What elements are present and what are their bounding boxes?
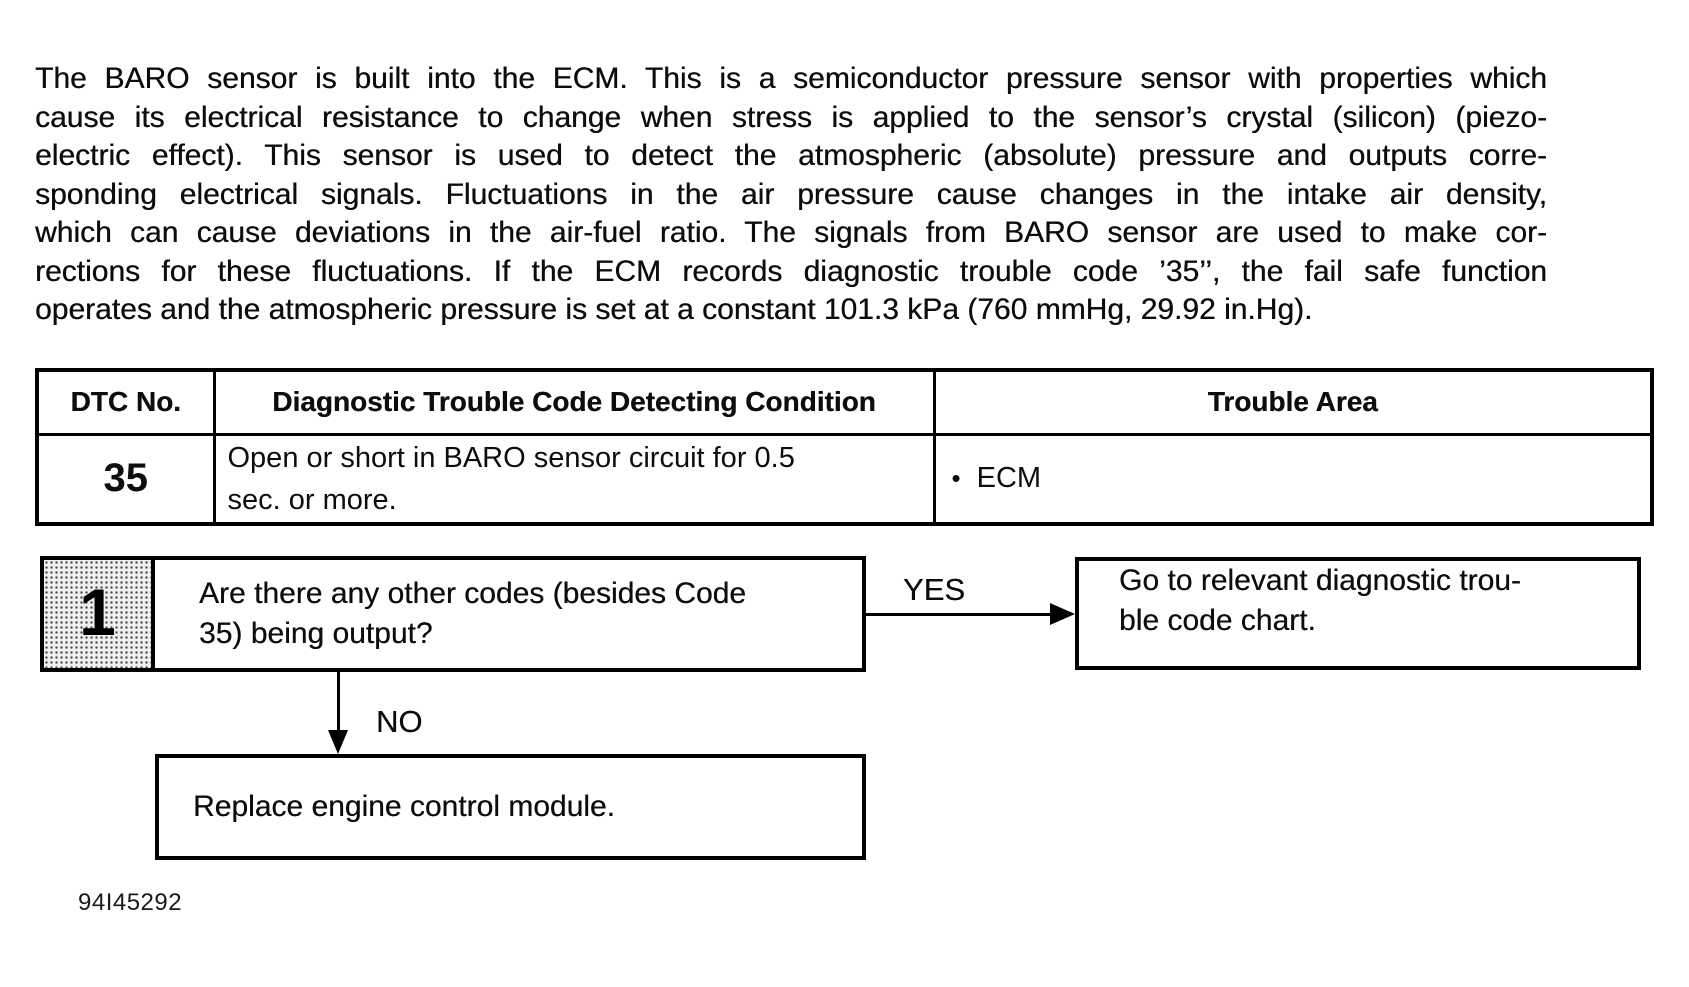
intro-line: cause its electrical resistance to chang… <box>35 100 1547 134</box>
step-number: 1 <box>79 575 116 649</box>
bullet-icon: • <box>951 463 961 494</box>
no-branch-label: NO <box>376 704 423 739</box>
yes-result-text: Go to relevant diagnostic trou- ble code… <box>1079 561 1637 641</box>
header-dtc-no: DTC No. <box>35 368 216 436</box>
condition-line: Open or short in BARO sensor circuit for… <box>227 441 795 474</box>
yes-result-box: Go to relevant diagnostic trou- ble code… <box>1075 557 1641 670</box>
yes-arrow-line <box>866 613 1056 616</box>
no-result-box: Replace engine control module. <box>155 754 866 860</box>
intro-line: rections for these fluctuations. If the … <box>35 254 1547 288</box>
no-result-text: Replace engine control module. <box>159 758 615 856</box>
dtc-table-header-row: DTC No. Diagnostic Trouble Code Detectin… <box>35 368 1654 436</box>
question-line: Are there any other codes (besides Code <box>199 577 746 610</box>
arrow-right-icon <box>1050 603 1075 625</box>
baro-sensor-description: The BARO sensor is built into the ECM. T… <box>35 60 1547 330</box>
arrow-down-icon <box>328 730 348 754</box>
trouble-area-value: ECM <box>976 462 1042 495</box>
header-trouble-area: Trouble Area <box>932 368 1654 436</box>
header-detecting-condition: Diagnostic Trouble Code Detecting Condit… <box>212 368 936 436</box>
intro-line: operates and the atmospheric pressure is… <box>35 293 1313 326</box>
result-line: Go to relevant diagnostic trou- <box>1119 564 1521 597</box>
table-row: 35 Open or short in BARO sensor circuit … <box>35 432 1654 526</box>
question-line: 35) being output? <box>199 617 433 650</box>
step-number-tile: 1 <box>44 560 155 668</box>
condition-line: sec. or more. <box>227 483 397 516</box>
yes-branch-label: YES <box>903 572 966 607</box>
step-question-text: Are there any other codes (besides Code … <box>155 560 746 668</box>
intro-line: sponding electrical signals. Fluctuation… <box>35 177 1547 211</box>
trouble-area-cell: • ECM <box>932 432 1654 526</box>
intro-line: which can cause deviations in the air-fu… <box>35 216 1547 249</box>
result-line: ble code chart. <box>1119 604 1316 637</box>
dtc-number-cell: 35 <box>35 432 216 526</box>
dtc-table: DTC No. Diagnostic Trouble Code Detectin… <box>35 368 1654 526</box>
intro-line: electric effect). This sensor is used to… <box>35 139 1547 172</box>
step-1-question-box: 1 Are there any other codes (besides Cod… <box>40 556 866 672</box>
no-arrow-line <box>337 672 340 734</box>
result-line: Replace engine control module. <box>193 790 615 823</box>
intro-line: The BARO sensor is built into the ECM. T… <box>35 62 1547 95</box>
fiche-code: 94I45292 <box>78 889 183 916</box>
detecting-condition-cell: Open or short in BARO sensor circuit for… <box>212 432 936 526</box>
